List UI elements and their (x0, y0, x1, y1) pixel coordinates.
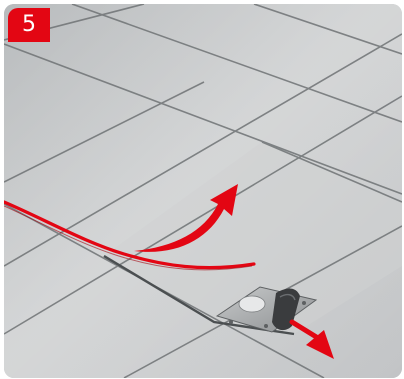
tiled-floor-scene (4, 4, 402, 378)
instruction-illustration: 5 (4, 4, 402, 378)
step-number-badge: 5 (8, 8, 50, 42)
